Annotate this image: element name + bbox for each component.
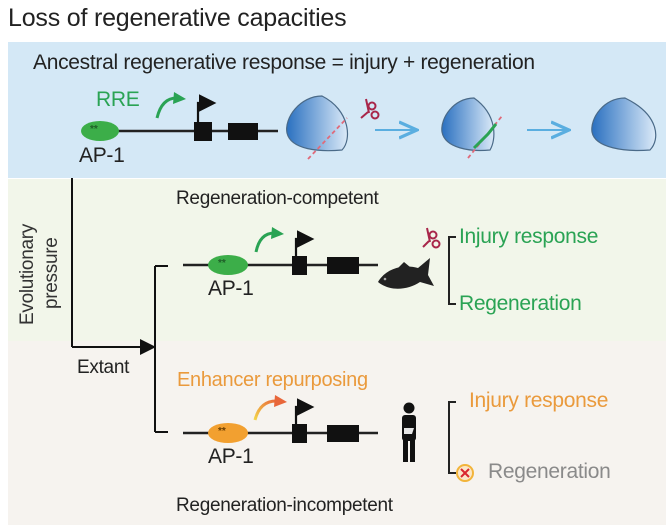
outcome-injury-response: Injury response [459,225,599,248]
tissue-leaf-regenerated [591,97,657,152]
tissue-leaf-injured [286,95,349,160]
ancestral-heading: Ancestral regenerative response = injury… [33,51,535,74]
ancestral-gene [81,92,278,141]
ap1-binding-site [208,255,248,275]
blocked-icon [456,464,474,482]
competent-heading: Regeneration-competent [176,188,379,209]
outcome-injury-response: Injury response [469,389,609,412]
activation-arrowhead [274,395,287,407]
evolution-tree [71,178,168,433]
outcome-regeneration-blocked: Regeneration [488,460,611,483]
human-injured-icon [402,402,416,462]
outcome-regeneration: Regeneration [459,292,582,315]
exon-2 [327,425,359,442]
ap1-label: AP-1 [79,144,125,167]
enhancer-marks: ** [218,426,226,437]
ap1-binding-site [208,423,248,443]
incompetent-gene [183,395,378,443]
exon-2 [228,123,258,140]
ap1-label: AP-1 [208,277,254,300]
scissors-icon [360,98,380,120]
ap1-label: AP-1 [208,445,254,468]
exon-1 [292,424,307,443]
exon-2 [327,257,359,274]
rre-label: RRE [96,88,140,111]
outcome-bracket [448,236,456,305]
tss-arrow [196,94,217,122]
outcome-bracket [448,401,456,474]
scissors-icon [422,227,441,249]
figure-title: Loss of regenerative capacities [8,4,347,32]
tss-arrow [294,398,315,424]
exon-1 [194,122,212,141]
exon-1 [292,256,307,275]
axis-label-line2: pressure [41,237,62,309]
ap1-binding-site [81,121,119,141]
enhancer-marks: ** [90,124,98,135]
enhancer-marks: ** [218,258,226,269]
tissue-leaf-healing [441,97,503,159]
tss-arrow [294,230,315,256]
extant-label: Extant [77,357,130,378]
enhancer-repurposing-label: Enhancer repurposing [177,369,368,391]
incompetent-heading: Regeneration-incompetent [176,495,393,516]
evolutionary-pressure-label: Evolutionary pressure [13,195,73,340]
competent-gene [183,227,378,275]
activation-arrowhead [271,227,284,239]
fish-icon [378,258,434,289]
activation-arrowhead [173,92,186,104]
axis-label-line1: Evolutionary [17,224,38,325]
